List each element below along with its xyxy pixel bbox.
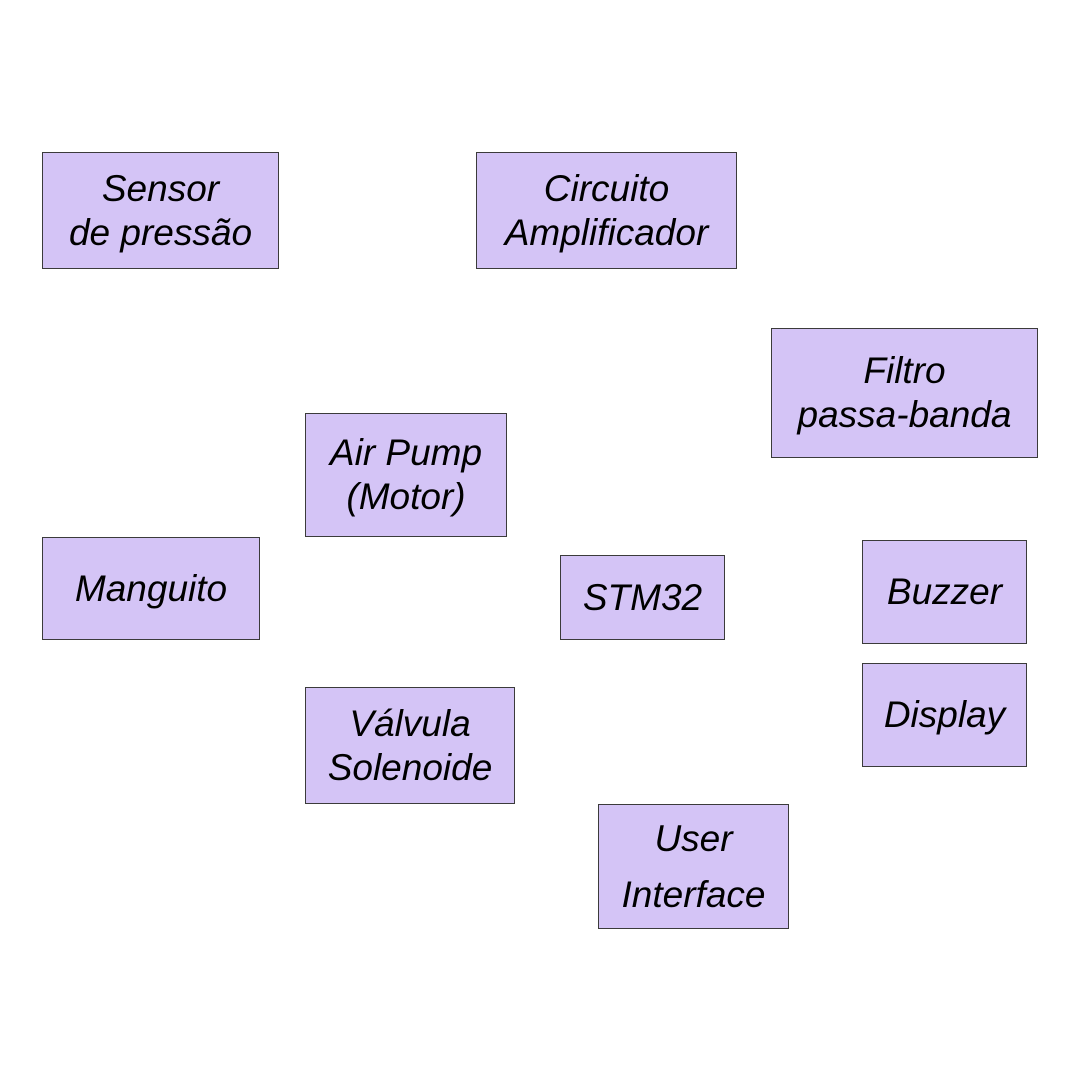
block-manguito: Manguito — [42, 537, 260, 640]
block-label-line-1: Buzzer — [886, 571, 1003, 612]
block-stm32: STM32 — [560, 555, 725, 640]
block-sensor-de-pressao: Sensor de pressão — [42, 152, 279, 269]
block-label-line-2: Amplificador — [504, 211, 709, 253]
block-label-line-1: Display — [883, 694, 1006, 735]
block-label-line-2: passa-banda — [797, 394, 1012, 435]
block-label-line-2: de pressão — [68, 211, 253, 253]
block-label-line-1: Air Pump — [329, 432, 483, 473]
block-label-line-1: Válvula — [349, 702, 471, 744]
block-circuito-amplificador: Circuito Amplificador — [476, 152, 737, 269]
block-valvula-solenoide: Válvula Solenoide — [305, 687, 515, 804]
block-label-line-1: Manguito — [74, 567, 228, 609]
block-label-line-1: STM32 — [582, 576, 703, 618]
block-user-interface: User Interface — [598, 804, 789, 929]
block-air-pump-motor: Air Pump (Motor) — [305, 413, 507, 537]
block-label-line-1: Circuito — [543, 167, 670, 209]
block-label-line-2: (Motor) — [346, 476, 466, 517]
block-filtro-passa-banda: Filtro passa-banda — [771, 328, 1038, 458]
block-label-line-2: Interface — [621, 873, 766, 915]
block-label-line-1: Sensor — [101, 167, 220, 209]
block-label-line-1: Filtro — [863, 350, 946, 391]
block-display: Display — [862, 663, 1027, 767]
block-buzzer: Buzzer — [862, 540, 1027, 644]
block-label-line-2: Solenoide — [327, 746, 493, 788]
block-label-line-1: User — [654, 817, 733, 859]
